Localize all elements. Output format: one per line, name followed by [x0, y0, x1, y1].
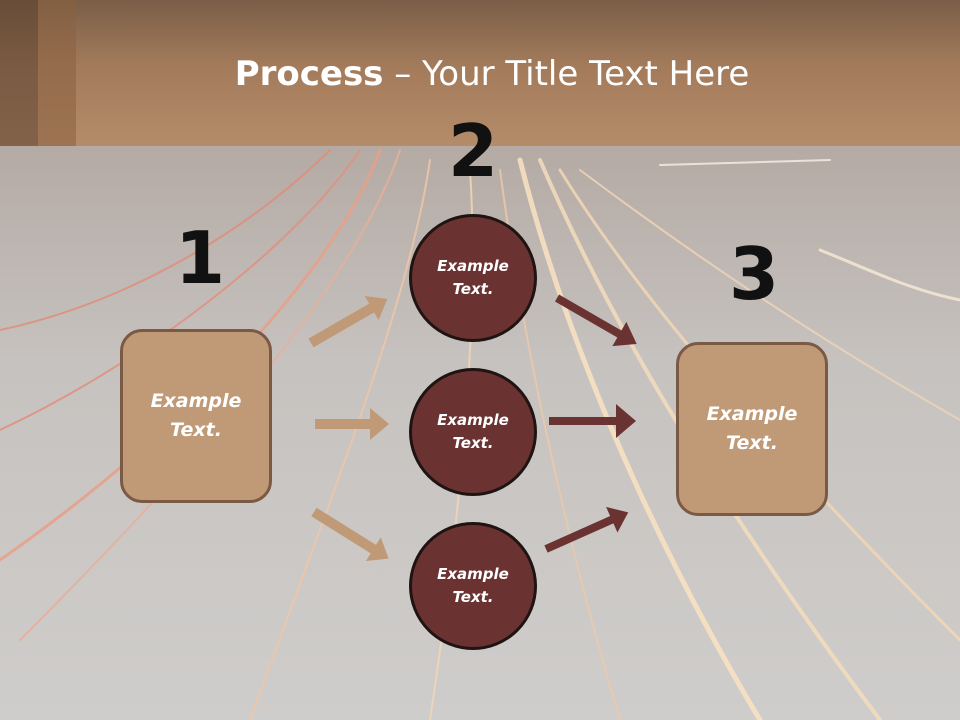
title-accent-strip	[0, 0, 38, 146]
title-band	[0, 0, 960, 146]
circle-3-text: Example Text.	[437, 565, 509, 606]
dark-arrow-down	[555, 294, 637, 347]
tan-arrow-down	[311, 507, 389, 561]
right-box-text: Example Text.	[706, 403, 798, 454]
circle-2: Example Text.	[409, 368, 537, 496]
dark-arrow-middle	[549, 404, 636, 438]
circle-3: Example Text.	[409, 522, 537, 650]
right-box: Example Text.	[676, 342, 828, 516]
circle-1: Example Text.	[409, 214, 537, 342]
dark-arrow-up	[544, 506, 629, 553]
step-number-2: 2	[447, 109, 499, 193]
left-box: Example Text.	[120, 329, 272, 503]
step-number-1: 1	[174, 216, 226, 300]
circle-1-text: Example Text.	[437, 257, 509, 298]
title-accent-strip	[38, 0, 76, 146]
tan-arrow-middle	[315, 408, 389, 440]
slide-title: Process – Your Title Text Here	[0, 52, 960, 96]
step-number-3: 3	[728, 232, 780, 316]
left-box-text: Example Text.	[150, 390, 242, 441]
circle-2-text: Example Text.	[437, 411, 509, 452]
tan-arrow-up	[308, 295, 388, 348]
title-bold: Process	[234, 54, 384, 94]
title-rest: – Your Title Text Here	[383, 54, 750, 94]
